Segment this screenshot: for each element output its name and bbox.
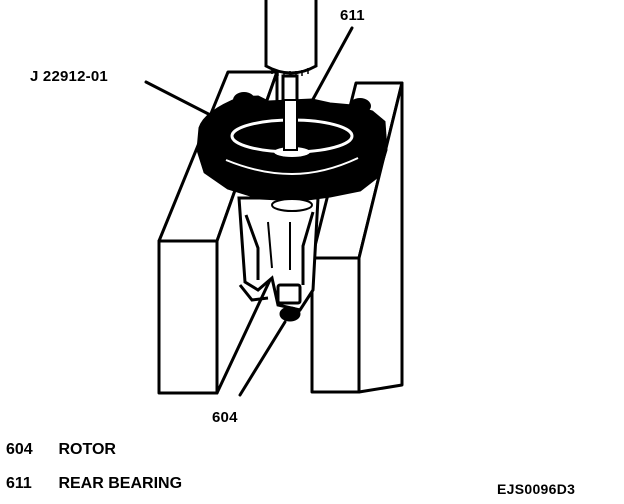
legend-item-rotor: 604 ROTOR xyxy=(6,441,116,459)
callout-tool-label: J 22912-01 xyxy=(30,68,108,85)
callout-top-part-number: 611 xyxy=(340,7,365,24)
legend-item-name: ROTOR xyxy=(58,441,116,458)
leader-line-604 xyxy=(238,320,287,397)
legend-item-rear-bearing: 611 REAR BEARING xyxy=(6,475,182,493)
callout-bottom-part-number: 604 xyxy=(212,409,238,426)
figure-code: EJS0096D3 xyxy=(497,481,576,497)
rotor-assembly xyxy=(237,196,320,322)
legend-item-name: REAR BEARING xyxy=(58,475,183,492)
leader-line-611 xyxy=(304,26,354,114)
leader-line-j22912 xyxy=(144,80,228,125)
legend-item-number: 604 xyxy=(6,441,33,458)
legend-item-number: 611 xyxy=(6,475,32,492)
fixture-tool-j22912 xyxy=(196,92,388,212)
